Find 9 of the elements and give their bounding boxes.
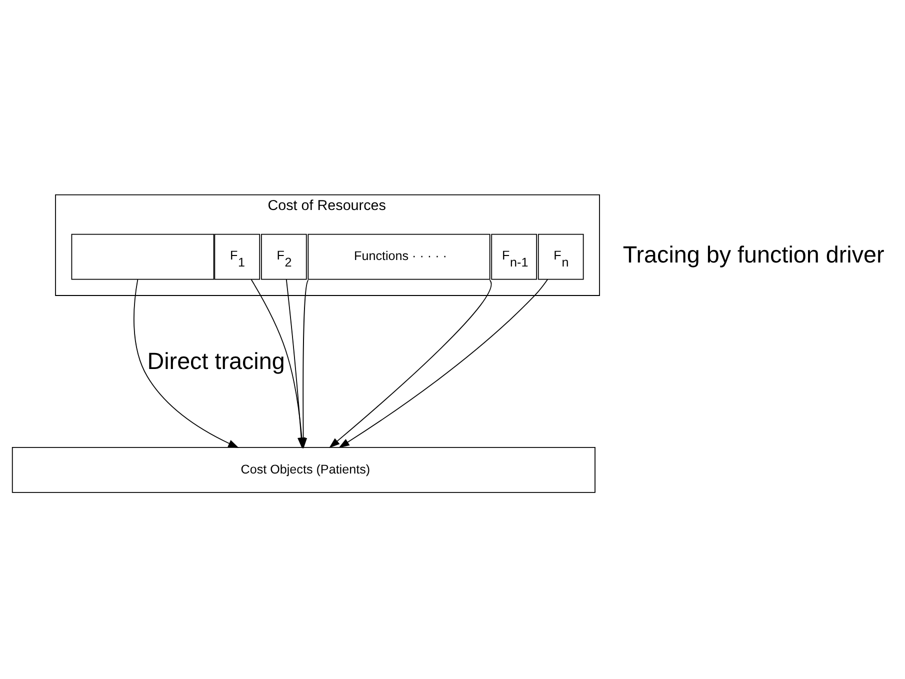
arrow: [338, 278, 548, 448]
node-box: Cost Objects (Patients): [12, 446, 596, 492]
arrow: [134, 278, 240, 448]
arrow: [329, 279, 492, 448]
label: Tracing by function driver: [622, 240, 884, 267]
node-box: [71, 233, 214, 280]
edge-label: Direct tracing: [147, 348, 285, 374]
arrow: [300, 279, 309, 448]
node-box: Functions · · · · ·: [308, 233, 490, 280]
